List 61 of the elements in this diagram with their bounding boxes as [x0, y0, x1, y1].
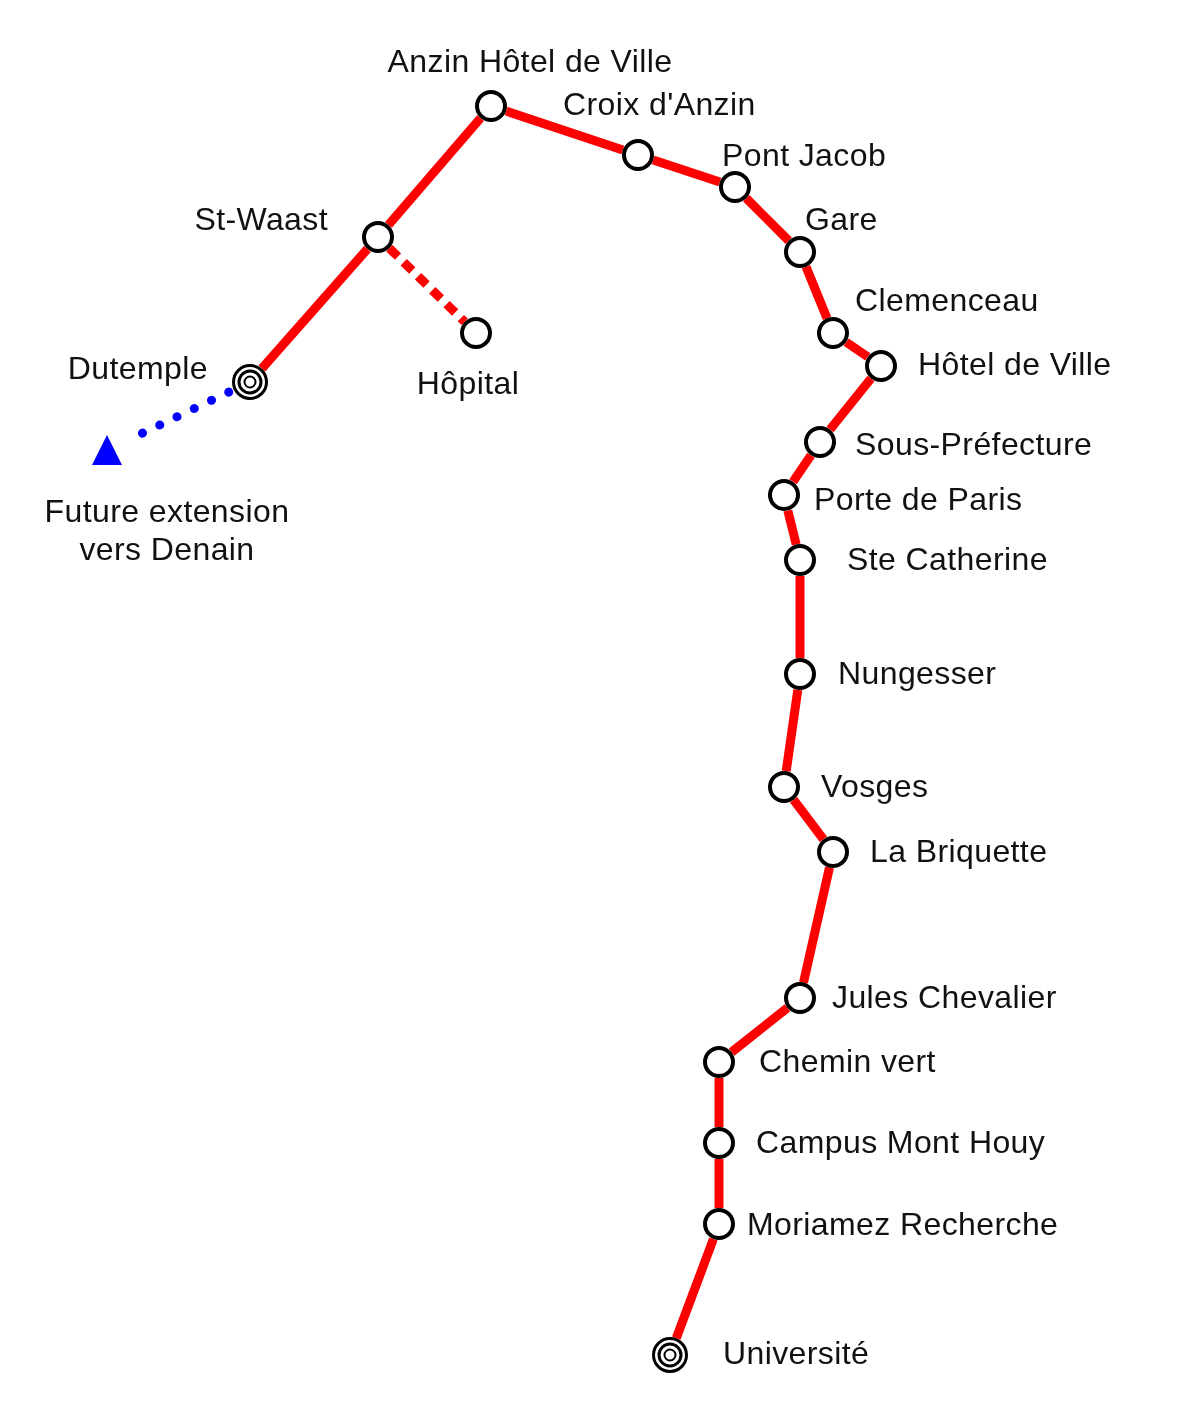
station-marker — [768, 479, 800, 511]
route-line — [258, 246, 371, 372]
station-marker — [362, 221, 394, 253]
station-marker — [817, 836, 849, 868]
route-line — [843, 338, 871, 361]
route-line — [826, 375, 875, 433]
station-marker — [784, 982, 816, 1014]
station-marker — [804, 426, 836, 458]
station-marker — [475, 90, 507, 122]
station-marker — [865, 350, 897, 382]
station-marker — [703, 1046, 735, 1078]
station-name: Université — [723, 1334, 870, 1372]
station-name: Pont Jacob — [722, 136, 887, 174]
route-line — [385, 115, 484, 228]
note-text: Future extension vers Denain — [43, 492, 291, 568]
station-marker — [784, 544, 816, 576]
route-line — [801, 265, 832, 320]
station-name: St-Waast — [194, 200, 328, 238]
route-line — [504, 106, 625, 155]
route-line — [783, 509, 801, 546]
terminus-marker — [652, 1337, 688, 1373]
route-line — [790, 797, 827, 842]
triangle-marker — [92, 435, 122, 465]
station-marker — [460, 317, 492, 349]
route-line — [799, 866, 834, 984]
station-name: Porte de Paris — [814, 480, 1023, 518]
station-marker — [719, 171, 751, 203]
route-line — [743, 195, 792, 244]
terminus-marker — [232, 364, 268, 400]
route-line — [781, 689, 803, 772]
station-name: Hôpital — [416, 364, 520, 402]
station-name: Moriamez Recherche — [747, 1205, 1059, 1243]
station-name: Gare — [805, 200, 878, 238]
route-line — [672, 1237, 718, 1340]
station-marker — [622, 139, 654, 171]
station-name: Jules Chevalier — [832, 978, 1057, 1016]
station-name: Nungesser — [838, 654, 997, 692]
station-name: Sous-Préfecture — [855, 425, 1093, 463]
station-marker — [768, 771, 800, 803]
station-name: La Briquette — [870, 832, 1048, 870]
station-name: Campus Mont Houy — [756, 1123, 1046, 1161]
station-name: Vosges — [821, 767, 929, 805]
dashed-line — [386, 244, 468, 326]
station-name: Croix d'Anzin — [563, 85, 756, 123]
station-marker — [703, 1127, 735, 1159]
route-line — [714, 1078, 724, 1127]
route-line — [795, 576, 805, 658]
station-marker — [784, 236, 816, 268]
route-line — [728, 1004, 791, 1056]
station-marker — [817, 317, 849, 349]
station-name: Ste Catherine — [847, 540, 1048, 578]
station-name: Hôtel de Ville — [918, 345, 1112, 383]
station-name: Chemin vert — [759, 1042, 936, 1080]
route-line — [714, 1159, 724, 1208]
station-marker — [703, 1208, 735, 1240]
route-line — [651, 155, 722, 187]
route-line — [789, 452, 815, 485]
station-name: Clemenceau — [855, 281, 1039, 319]
station-name: Anzin Hôtel de Ville — [387, 42, 673, 80]
station-name: Dutemple — [67, 349, 208, 387]
station-marker — [784, 658, 816, 690]
